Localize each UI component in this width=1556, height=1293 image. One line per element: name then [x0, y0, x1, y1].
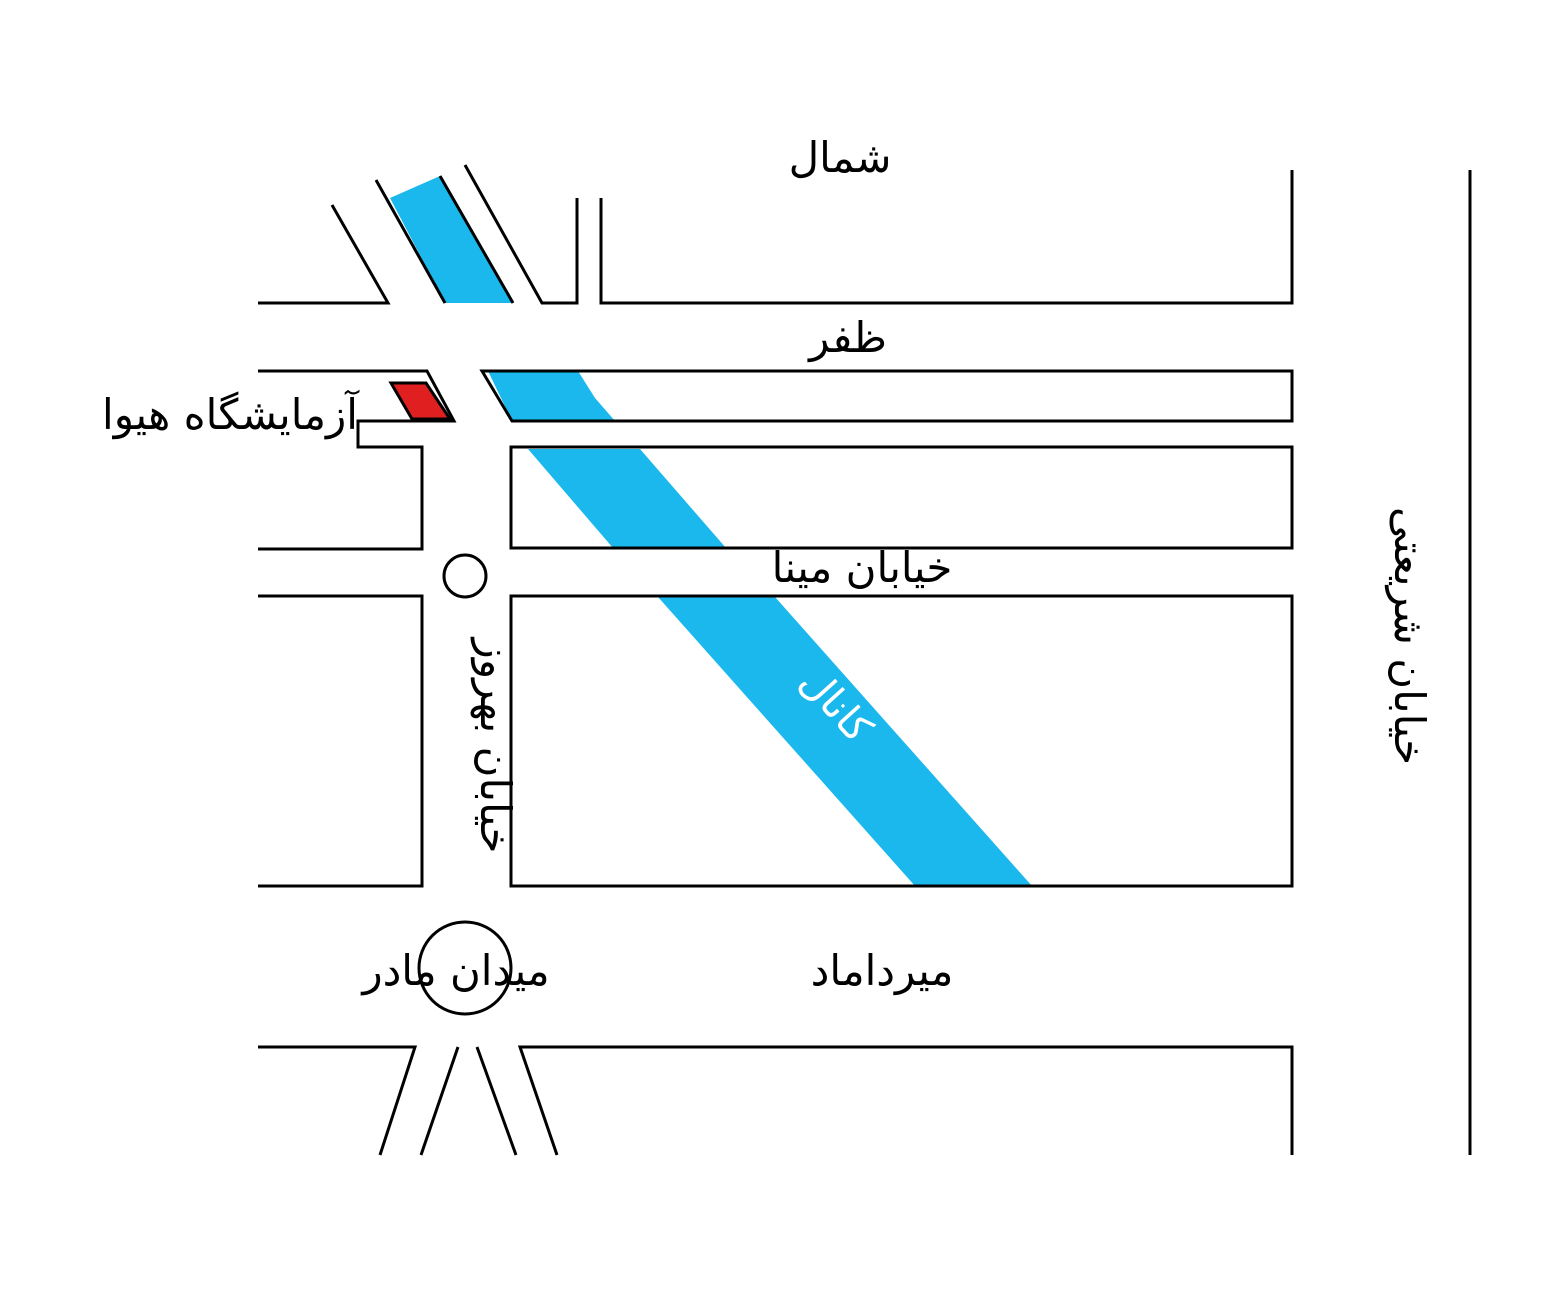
canal-bank-left	[374, 179, 447, 304]
label-behrouz-street: خیابان بهروز	[470, 637, 520, 854]
lab-marker-icon	[388, 381, 453, 421]
label-mina-street: خیابان مینا	[772, 543, 953, 592]
road-top-diagonal-right-edge	[463, 164, 579, 305]
label-zafar: ظفر	[807, 313, 887, 362]
label-shariati-street: خیابان شریعتی	[1385, 507, 1434, 765]
label-north: شمال	[789, 133, 892, 182]
label-lab: آزمایشگاه هیوا	[102, 389, 360, 439]
block-south-west-outline	[258, 1045, 418, 1156]
road-south-diagonal-a	[419, 1046, 460, 1156]
canal-segment-zafar	[488, 371, 615, 421]
road-network	[258, 164, 1472, 1156]
block-upper-outline	[509, 445, 1294, 550]
canal-segment-upper-block	[528, 449, 726, 548]
label-mirdamad: میرداماد	[811, 946, 954, 995]
canal	[390, 176, 1032, 886]
block-zafar-strip-outline	[479, 369, 1294, 423]
road-south-diagonal-b	[475, 1046, 518, 1156]
canal-bank-right	[438, 175, 515, 304]
block-north-east-outline	[599, 170, 1294, 305]
block-lab-outline	[258, 369, 457, 551]
block-lower-outline	[509, 594, 1294, 888]
canal-segment-lower-block	[658, 597, 1032, 886]
label-madar-square: میدان مادر	[360, 946, 549, 995]
canal-segment-top	[390, 176, 513, 303]
block-west-outline	[258, 594, 424, 888]
block-south-east-outline	[517, 1045, 1294, 1156]
small-roundabout-icon	[442, 553, 488, 599]
road-top-left-diagonal-edge	[258, 204, 391, 305]
madar-square-roundabout-icon	[417, 920, 513, 1016]
